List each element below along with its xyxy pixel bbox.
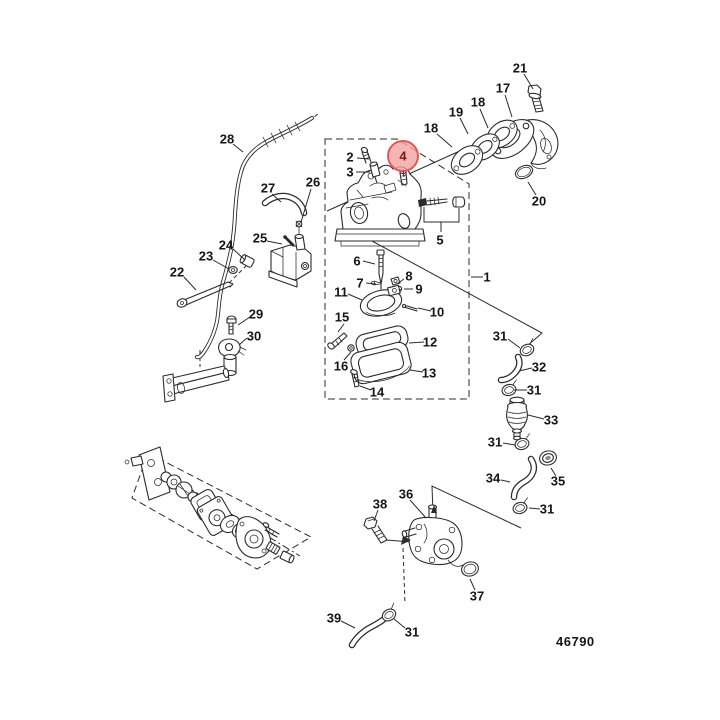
callout-18[interactable]: 18 [471, 95, 485, 110]
part-hose-clamp-2 [501, 379, 517, 397]
part-cable-bushing [239, 254, 255, 268]
leader-lines [183, 73, 557, 629]
callout-13[interactable]: 13 [422, 366, 436, 381]
part-needle-clip [371, 280, 381, 286]
part-manifold-bolt [527, 84, 544, 113]
part-fuel-filter [506, 396, 528, 441]
callout-31[interactable]: 31 [493, 329, 507, 344]
part-manifold-oring [514, 164, 534, 180]
part-link-rod [176, 281, 234, 308]
part-fuel-hose-short [261, 192, 308, 217]
callout-39[interactable]: 39 [327, 611, 341, 626]
callout-30[interactable]: 30 [247, 329, 261, 344]
part-float-pin [401, 303, 418, 312]
callout-28[interactable]: 28 [220, 132, 234, 147]
callout-26[interactable]: 26 [306, 175, 320, 190]
callout-35[interactable]: 35 [551, 474, 565, 489]
part-hose-clamp-4 [512, 497, 528, 515]
fuel-pump-exploded-group [124, 446, 295, 564]
part-float-needle [376, 249, 385, 290]
callout-24[interactable]: 24 [219, 238, 234, 253]
part-valve-seat [390, 276, 401, 286]
callout-18-2[interactable]: 18 [424, 121, 438, 136]
part-manifold-gasket-lower [450, 145, 484, 175]
part-needle-jet [369, 161, 381, 184]
callout-33[interactable]: 33 [544, 413, 558, 428]
callout-17[interactable]: 17 [496, 81, 510, 96]
part-hose-clamp-3 [514, 433, 530, 451]
part-bowl-screw [350, 369, 360, 388]
carburetor-group-box [324, 138, 470, 400]
callout-1[interactable]: 1 [483, 270, 490, 285]
part-enrichener-valve [268, 233, 312, 288]
callout-19[interactable]: 19 [449, 105, 463, 120]
part-pilot-screw-set [418, 196, 466, 208]
callout-12[interactable]: 12 [423, 335, 437, 350]
part-float [359, 284, 403, 317]
part-pump-oring [461, 561, 479, 577]
callout-9[interactable]: 9 [415, 282, 422, 297]
callout-21[interactable]: 21 [513, 61, 527, 76]
callout-20[interactable]: 20 [532, 194, 546, 209]
callout-11[interactable]: 11 [334, 285, 348, 300]
callout-38[interactable]: 38 [373, 497, 387, 512]
diagram-number: 46790 [556, 634, 595, 649]
part-grommet [539, 450, 557, 466]
part-hose-clamp-5 [381, 602, 397, 622]
part-cable-bracket [162, 365, 230, 403]
part-fuel-hose-long [510, 455, 538, 501]
callout-16[interactable]: 16 [334, 359, 348, 374]
callout-3[interactable]: 3 [346, 165, 353, 180]
part-float-bowl [350, 341, 412, 385]
callout-32[interactable]: 32 [532, 360, 546, 375]
callout-25[interactable]: 25 [253, 231, 267, 246]
part-screw-top [360, 146, 372, 164]
part-pump-mount-bolt [363, 516, 388, 544]
callout-27[interactable]: 27 [261, 181, 275, 196]
callout-5[interactable]: 5 [436, 233, 443, 248]
part-drain-screw [327, 332, 348, 350]
callout-4[interactable]: 4 [399, 149, 407, 164]
callout-29[interactable]: 29 [249, 307, 263, 322]
callout-34[interactable]: 34 [486, 471, 501, 486]
callout-31-3[interactable]: 31 [488, 435, 502, 450]
part-elbow-hose [497, 353, 523, 384]
part-drain-washer [347, 344, 355, 352]
callout-23[interactable]: 23 [199, 249, 213, 264]
callout-36[interactable]: 36 [399, 487, 413, 502]
part-throttle-cable [195, 116, 314, 360]
part-clamp-screw [226, 315, 237, 335]
callout-14[interactable]: 14 [370, 385, 385, 400]
callout-7[interactable]: 7 [356, 276, 363, 291]
callout-6[interactable]: 6 [353, 254, 360, 269]
callout-15[interactable]: 15 [335, 310, 349, 325]
callout-22[interactable]: 22 [170, 265, 184, 280]
callout-31-4[interactable]: 31 [540, 502, 554, 517]
callout-37[interactable]: 37 [470, 589, 484, 604]
callout-31-2[interactable]: 31 [527, 383, 541, 398]
callout-31-5[interactable]: 31 [405, 625, 419, 640]
part-fuel-pump [401, 504, 464, 567]
part-washer-small [228, 266, 238, 274]
fuel-pump-group-box [131, 452, 313, 570]
callout-2[interactable]: 2 [346, 150, 353, 165]
callout-8[interactable]: 8 [405, 269, 412, 284]
part-hose-clamp-1 [519, 338, 535, 357]
callout-10[interactable]: 10 [430, 305, 444, 320]
